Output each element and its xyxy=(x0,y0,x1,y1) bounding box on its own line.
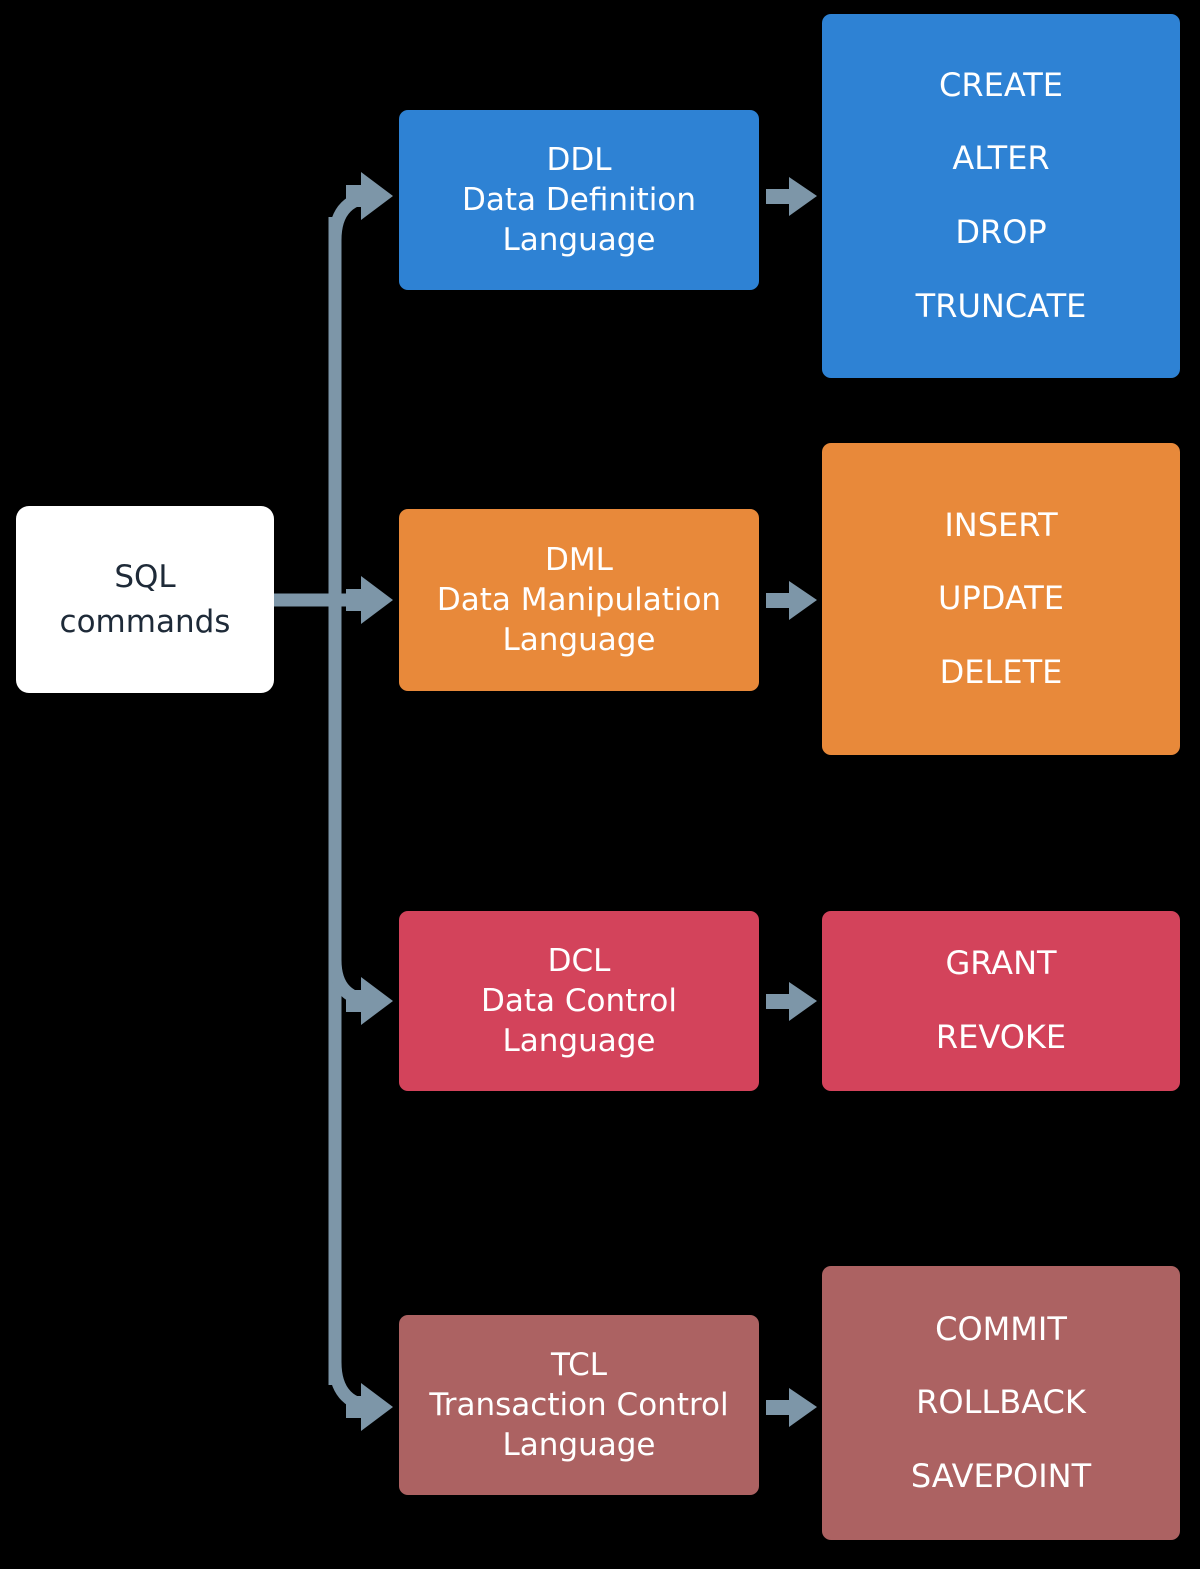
command-item: ALTER xyxy=(952,139,1050,178)
command-item: SAVEPOINT xyxy=(910,1456,1092,1495)
dcl-arrowhead xyxy=(346,977,393,1025)
node-ddl[interactable]: DDL Data Definition Language xyxy=(399,110,759,290)
ddl-to-commands-arrow xyxy=(766,177,817,216)
command-item: GRANT xyxy=(945,944,1057,983)
node-tcl-commands[interactable]: COMMIT ROLLBACK SAVEPOINT xyxy=(822,1266,1180,1540)
node-label-line: DDL xyxy=(546,141,612,178)
node-dml-commands[interactable]: INSERT UPDATE DELETE xyxy=(822,443,1180,755)
command-item: TRUNCATE xyxy=(915,286,1087,325)
command-item: ROLLBACK xyxy=(916,1383,1086,1422)
dcl-to-commands-arrow xyxy=(766,982,817,1021)
node-label-line: DCL xyxy=(547,942,611,979)
node-dcl-commands[interactable]: GRANT REVOKE xyxy=(822,911,1180,1091)
node-label-line: SQL xyxy=(114,559,176,596)
node-label-line: Language xyxy=(502,222,656,259)
command-item: DELETE xyxy=(939,652,1063,691)
node-label-line: Data Definition xyxy=(462,181,696,218)
node-label-line: commands xyxy=(59,603,231,640)
command-item: COMMIT xyxy=(935,1309,1067,1348)
command-item: REVOKE xyxy=(935,1018,1067,1056)
tcl-arrowhead xyxy=(346,1383,393,1431)
command-item: CREATE xyxy=(939,65,1063,104)
node-dcl[interactable]: DCL Data Control Language xyxy=(399,911,759,1091)
node-label-line: Language xyxy=(502,1427,656,1464)
node-label-line: Language xyxy=(502,1023,656,1060)
node-dml[interactable]: DML Data Manipulation Language xyxy=(399,509,759,691)
node-label-line: Transaction Control xyxy=(429,1386,729,1423)
ddl-arrowhead xyxy=(346,172,393,220)
command-item: DROP xyxy=(955,213,1047,251)
tcl-to-commands-arrow xyxy=(766,1388,817,1427)
dml-to-commands-arrow xyxy=(766,581,817,620)
node-tcl[interactable]: TCL Transaction Control Language xyxy=(399,1315,759,1495)
node-label-line: DML xyxy=(545,541,613,578)
node-label-line: Data Manipulation xyxy=(436,581,722,618)
node-label-line: Data Control xyxy=(481,982,677,1019)
dml-arrowhead xyxy=(346,576,393,624)
node-label-line: TCL xyxy=(550,1346,608,1383)
node-sql-commands[interactable]: SQL commands xyxy=(16,506,274,693)
node-ddl-commands[interactable]: CREATE ALTER DROP TRUNCATE xyxy=(822,14,1180,378)
command-item: INSERT xyxy=(944,505,1058,544)
command-item: UPDATE xyxy=(938,579,1064,618)
node-label-line: Language xyxy=(502,622,656,659)
